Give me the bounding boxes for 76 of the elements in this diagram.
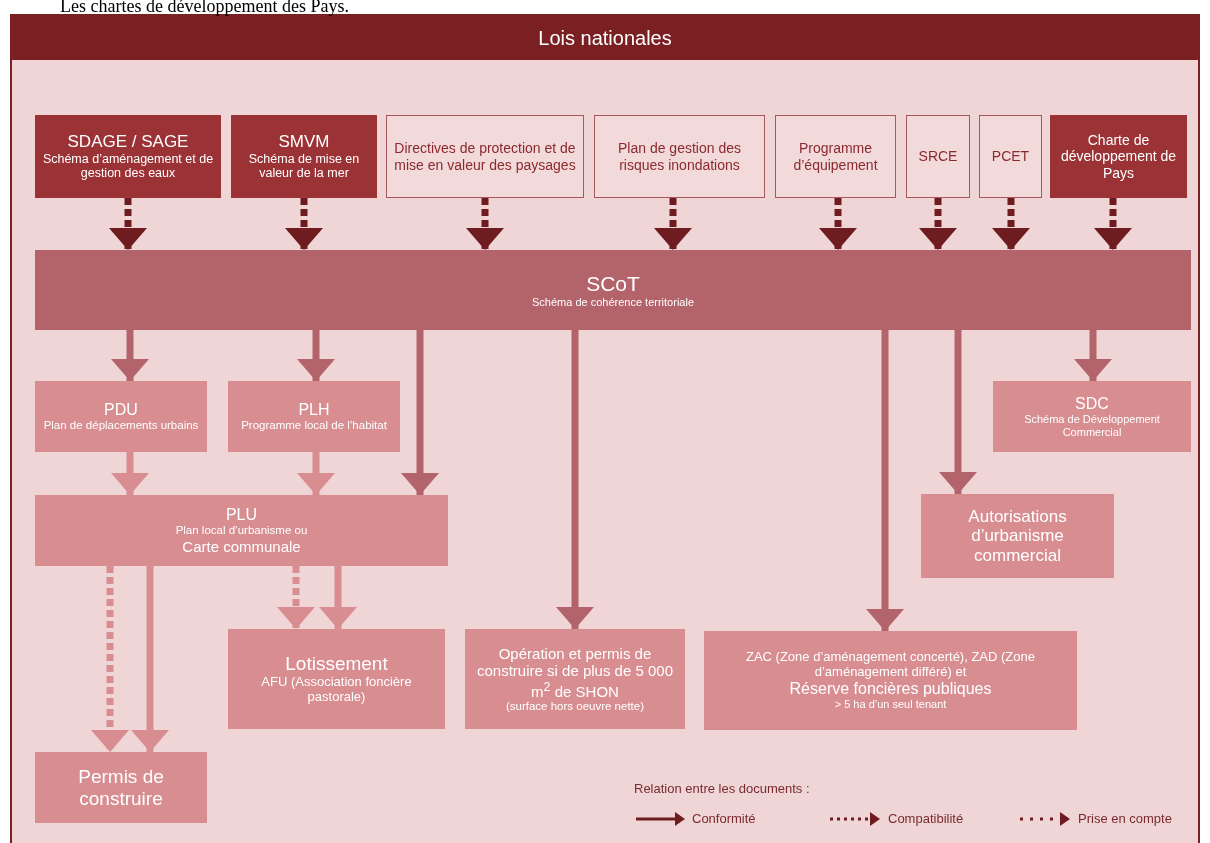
document-box <box>594 115 765 198</box>
document-box <box>228 629 445 729</box>
box-title: Permis de construire <box>77 765 165 810</box>
box-title: SRCE <box>918 148 958 165</box>
caption-text: Les chartes de développement des Pays. <box>60 0 349 17</box>
arrow <box>111 452 149 495</box>
document-box <box>386 115 584 198</box>
box-description: > 5 ha d’un seul tenant <box>834 698 947 711</box>
document-box <box>704 631 1077 730</box>
arrow <box>277 566 315 629</box>
box-title: Plan de gestion des risques inondations <box>617 140 742 173</box>
arrow <box>111 330 149 381</box>
box-description: Schéma de cohérence territoriale <box>532 295 694 309</box>
box-description: (surface hors oeuvre nette) <box>505 699 645 713</box>
arrow <box>919 198 957 250</box>
box-title: SMVM <box>278 132 330 152</box>
arrow <box>466 198 504 250</box>
arrow <box>1074 330 1112 381</box>
arrow <box>401 330 439 495</box>
arrow <box>939 330 977 494</box>
arrow <box>1094 198 1132 250</box>
legend-label: Conformité <box>692 811 756 826</box>
document-box <box>993 381 1191 452</box>
header-title: Lois nationales <box>12 16 1198 60</box>
box-title: PCET <box>991 148 1030 165</box>
box-description: Schéma de Développement Commercial <box>1023 413 1161 439</box>
arrow <box>992 198 1030 250</box>
arrow <box>866 330 904 631</box>
arrow <box>285 198 323 250</box>
box-title: Charte de développement de Pays <box>1059 132 1178 181</box>
document-box <box>979 115 1042 198</box>
document-box <box>35 495 448 566</box>
document-box <box>465 629 685 729</box>
box-title: PLH <box>298 400 330 420</box>
document-box <box>35 250 1191 330</box>
arrow <box>109 198 147 250</box>
box-title: Autorisations d’urbanisme commercial <box>967 506 1068 566</box>
document-box <box>228 381 400 452</box>
document-box <box>231 115 377 198</box>
arrow <box>819 198 857 250</box>
box-description: Schéma de mise en valeur de la mer <box>247 151 361 181</box>
box-description: AFU (Association foncière pastorale) <box>260 675 413 705</box>
document-box <box>35 752 207 823</box>
arrow <box>556 330 594 629</box>
box-title: Directives de protection et de mise en valeur des paysages <box>393 140 577 173</box>
legend-label: Prise en compte <box>1078 811 1172 826</box>
box-title: PLU <box>225 506 258 525</box>
legend-title: Relation entre les documents : <box>634 782 810 797</box>
legend-label: Compatibilité <box>888 811 964 826</box>
arrow <box>654 198 692 250</box>
box-description: Carte communale <box>182 537 301 555</box>
box-title: SDC <box>1075 394 1109 414</box>
box-title: Lotissement <box>285 653 388 675</box>
box-title: ZAC (Zone d’aménagement concerté), ZAD (Zone d’aménagement différé) et <box>745 650 1036 680</box>
box-title: SCoT <box>586 271 640 296</box>
document-box <box>906 115 970 198</box>
document-box <box>775 115 896 198</box>
document-box <box>35 115 221 198</box>
box-title: SDAGE / SAGE <box>67 132 189 152</box>
arrow <box>91 566 129 752</box>
box-title: PDU <box>104 400 138 420</box>
arrow <box>319 566 357 629</box>
box-title: Opération et permis de construire si de plus de 5 000 m$^{2}$ de SHON <box>476 645 674 700</box>
frame-panel <box>10 14 1200 843</box>
arrow <box>297 330 335 381</box>
box-title: Programme d’équipement <box>792 140 879 173</box>
box-description: Schéma d’aménagement et de gestion des eaux <box>41 151 215 181</box>
arrow <box>297 452 335 495</box>
arrow <box>131 566 169 752</box>
box-description: Réserve foncières publiques <box>789 679 992 699</box>
document-box <box>35 381 207 452</box>
document-box <box>1050 115 1187 198</box>
document-box <box>921 494 1114 578</box>
box-description: Programme local de l’habitat <box>241 419 387 433</box>
box-description: Plan de déplacements urbains <box>43 419 199 433</box>
box-description: Plan local d’urbanisme ou <box>175 524 308 538</box>
